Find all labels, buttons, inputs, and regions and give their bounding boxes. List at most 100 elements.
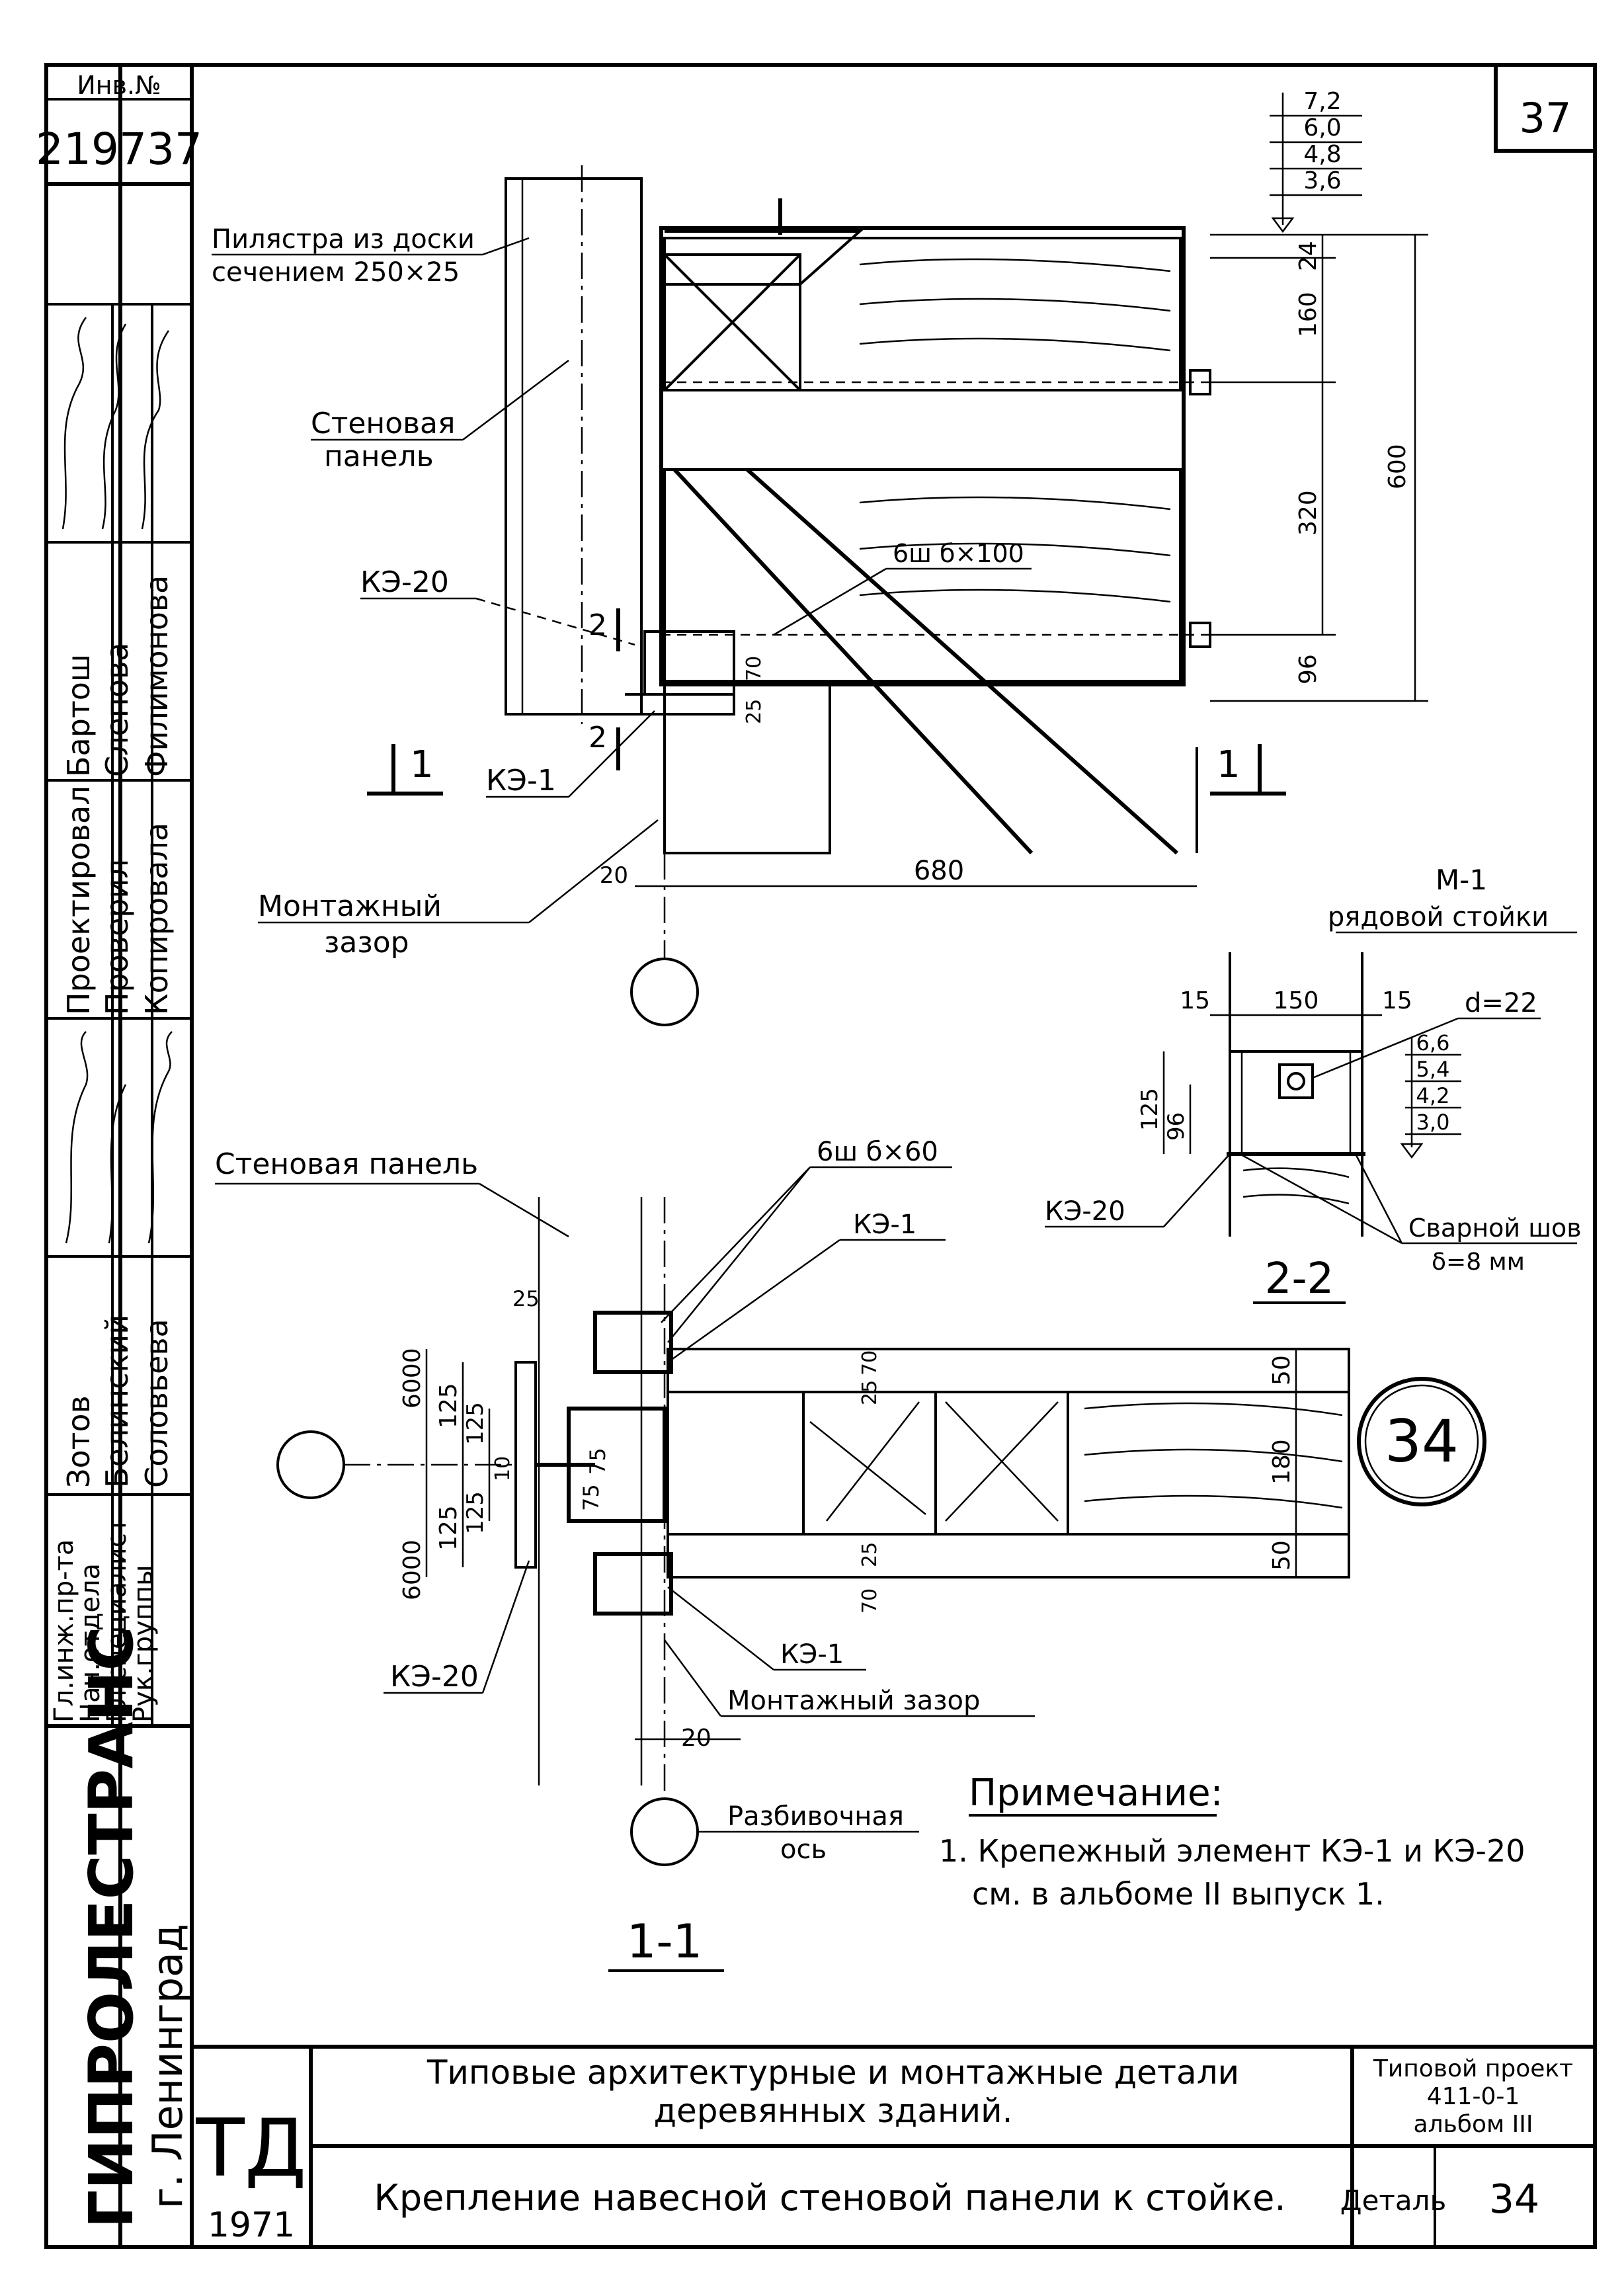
dim-680: 680 (914, 856, 964, 886)
label-gap-elev-2: зазор (324, 926, 409, 960)
section-2-2: М-1 рядовой стойки 15 150 15 d=22 6,6 5,… (1045, 864, 1582, 1304)
signature-1 (61, 317, 87, 530)
detail-number: 34 (1489, 2176, 1539, 2223)
dim-180: 180 (1268, 1439, 1295, 1485)
level22-3: 4,2 (1416, 1083, 1450, 1108)
section22-title: 2-2 (1265, 1254, 1334, 1303)
role-group-head: Рук.группы (128, 1565, 159, 1723)
grain-1-1 (1084, 1402, 1343, 1509)
sheet-number: 37 (1520, 94, 1572, 142)
role-chief-specialist: Гл.специалист (102, 1518, 132, 1723)
signature-6 (147, 1031, 173, 1244)
level-3: 4,8 (1303, 141, 1341, 168)
frame-outline (659, 226, 1186, 686)
dim-70a: 70 (858, 1350, 881, 1375)
dim-125-2: 125 (1137, 1088, 1163, 1131)
td-mark: ТД (195, 2103, 306, 2195)
ke1-top-leader (667, 1239, 840, 1364)
title-main: Типовые архитектурные и монтажные детали… (426, 2053, 1240, 2130)
wall-panel (505, 177, 643, 716)
dim-50b: 50 (1268, 1540, 1295, 1571)
inv-label: Инв.№ (77, 71, 161, 100)
axis-circle-bottom (630, 1797, 699, 1866)
dim-96: 96 (1295, 654, 1322, 684)
weld-thickness: δ=8 мм (1432, 1249, 1525, 1276)
beam-lower (663, 468, 1182, 682)
grain-upper (859, 258, 1171, 352)
bracket-2 (1229, 1050, 1363, 1155)
label-m1: М-1 (1436, 864, 1487, 896)
name-checked: Слепова (99, 643, 135, 777)
dim-160: 160 (1295, 292, 1322, 337)
i-flange (514, 1361, 537, 1569)
title-sub: Крепление навесной стеновой панели к сто… (374, 2177, 1285, 2219)
ke20-leader (475, 597, 635, 646)
level22-4: 3,0 (1416, 1110, 1450, 1135)
section11-title: 1-1 (627, 1914, 702, 1969)
axis-circle-left (276, 1430, 345, 1499)
label-gap-1-1: Монтажный зазор (727, 1686, 980, 1716)
name-group-head: Соловьева (139, 1319, 175, 1488)
dim-96-2: 96 (1163, 1112, 1190, 1141)
dim-50a: 50 (1268, 1355, 1295, 1385)
label-ke20-2: КЭ-20 (1045, 1196, 1125, 1227)
name-chief-engineer: Зотов (61, 1395, 97, 1488)
label-axis-2: ось (780, 1834, 827, 1865)
dim-25-elev: 25 (743, 699, 766, 724)
cut-mark-bottom: 2 (589, 721, 607, 755)
elevation-drawing: 7,2 6,0 4,8 3,6 24 160 320 96 600 70 25 … (212, 88, 1428, 1026)
outer-frame (118, 63, 1597, 2249)
dim-6000-top: 6000 (399, 1348, 426, 1409)
org-city: г. Ленинград (143, 1924, 192, 2209)
cut-mark-top: 2 (589, 608, 607, 642)
sheet-number-box (1494, 63, 1597, 153)
left-stamp-strip (44, 182, 194, 2249)
bolt-leader (773, 567, 887, 636)
label-m1b: рядовой стойки (1328, 902, 1549, 932)
inv-number: 219737 (36, 124, 202, 175)
dim-70-elev: 70 (743, 656, 766, 681)
label-gap-elev: Монтажный (258, 889, 442, 923)
ke20-2-leader (1163, 1153, 1231, 1227)
bracket-bottom (593, 1552, 673, 1616)
note-line-1: 1. Крепежный элемент КЭ-1 и КЭ-20 (939, 1833, 1525, 1869)
signature-5 (108, 1084, 127, 1244)
bolt-1-1-leader-1 (661, 1167, 811, 1323)
signature-4 (65, 1031, 89, 1244)
role-checked: Проверил (99, 859, 135, 1015)
lvl2-triangle (1400, 1143, 1424, 1159)
label-ke20-elev: КЭ-20 (360, 565, 449, 599)
gap-1-1-leader (663, 1639, 722, 1717)
dim-75a: 75 (585, 1448, 610, 1475)
level-4: 3,6 (1303, 167, 1341, 194)
label-ke1-elev: КЭ-1 (486, 764, 556, 798)
wall-panel-1-1-leader (479, 1182, 569, 1238)
axis-circle-upper (630, 958, 699, 1026)
weld-right (1349, 1050, 1363, 1155)
detail-circle (1357, 1377, 1486, 1506)
dim-15a: 15 (1180, 987, 1210, 1014)
board-bottom (667, 1533, 1350, 1578)
core (667, 1391, 1350, 1536)
pilaster-leader (482, 237, 530, 256)
post (663, 680, 831, 854)
section-mark-right: 1 (1217, 743, 1240, 786)
level22-1: 6,6 (1416, 1030, 1450, 1055)
gap-leader (528, 819, 659, 923)
weld-left (1229, 1050, 1243, 1155)
d-leader (1312, 1017, 1459, 1079)
ke1-bottom-leader (667, 1586, 774, 1670)
diagonal-brace-2 (746, 468, 1178, 855)
label-pilaster-2: сечением 250×25 (212, 257, 460, 288)
level22-2: 5,4 (1416, 1057, 1450, 1082)
diagonal-brace-1 (672, 468, 1034, 855)
dim-6000-bottom: 6000 (399, 1539, 426, 1600)
grain-2 (1242, 1167, 1350, 1205)
cross-box (663, 253, 801, 391)
detail-circle-inner (1364, 1384, 1479, 1499)
name-designed: Бартош (61, 654, 97, 777)
dim-15b: 15 (1382, 987, 1412, 1014)
dim-70b: 70 (858, 1588, 881, 1614)
project-code: 411-0-1 (1427, 2083, 1520, 2110)
